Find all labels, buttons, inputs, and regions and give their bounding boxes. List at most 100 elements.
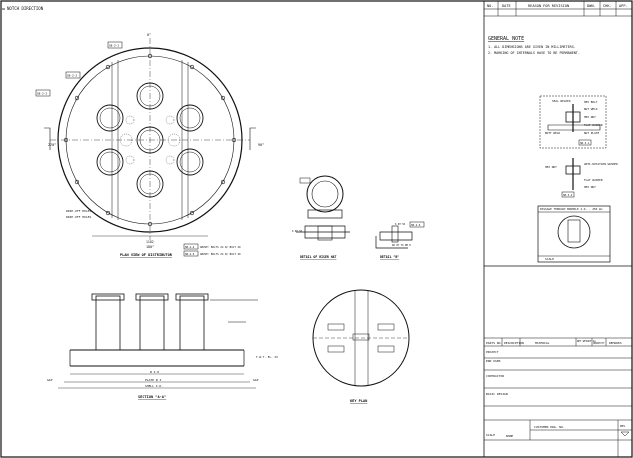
- general-note: GENERAL NOTE 1. ALL DIMENSIONS ARE GIVEN…: [488, 36, 580, 55]
- section-a-a: Ø 2.0 PLATE Ø 3 SHELL I.D. GAP GAP T.W.T…: [47, 293, 278, 399]
- bolt-hole: [220, 95, 226, 101]
- callout-sb-3-2: [561, 191, 575, 198]
- detail-b-dim-2: NA 8T 76 RM 8: [392, 244, 411, 247]
- second-bolt-block: [565, 165, 581, 175]
- angle-180: 180°: [146, 245, 154, 249]
- section-gap-left: GAP: [47, 378, 53, 382]
- parts-header-weight: NET WEIGHT kg: [577, 340, 596, 343]
- detail-b: 6 NT 50 NA 8T 76 RM 8 SB-2-6 DETAIL "B": [375, 221, 425, 259]
- callout-box: [35, 89, 51, 97]
- detail-label-flat-washer: FLAT WASHER: [584, 123, 603, 127]
- parts-header-remarks: REMARKS: [609, 341, 622, 345]
- bolt-hole: [105, 64, 111, 70]
- bolt-hole: [189, 64, 195, 70]
- riser-hat-pipe: [317, 225, 333, 241]
- detail-label-flat-washer-2: FLAT WASHER: [584, 178, 603, 182]
- section-dim-3: SHELL I.D.: [145, 384, 163, 388]
- section-marker-right: [249, 127, 256, 150]
- title-end-user: END USER: [486, 359, 501, 363]
- rev-header-chk: CHK.: [603, 4, 612, 8]
- section-elevation: T.W.T. EL. XX: [256, 355, 278, 359]
- general-note-line-2: 2. MARKING OF INTERNALS HAVE TO BE PERMA…: [488, 51, 580, 55]
- callout-box: [107, 41, 123, 49]
- detail-label-seal-welded: SEAL WELDED: [552, 99, 571, 103]
- callout-box: [183, 243, 199, 250]
- manhole-circle: [557, 215, 591, 249]
- title-contractor: CONTRACTOR: [486, 374, 504, 378]
- riser-hat-body: [307, 209, 343, 219]
- detail-label-butt-weld: BUTT WELD: [545, 131, 560, 135]
- drip-off-holes-2: DRIP-OFF HOLES: [66, 215, 91, 219]
- passage-title: PASSAGE THROUGH MANHOLE I.D. - 450 mm: [540, 207, 603, 211]
- rev-triangle-icon: [620, 431, 630, 437]
- detail-label-hex-nut: HEX NUT: [584, 115, 596, 119]
- key-plan-cell: [377, 345, 395, 353]
- riser-inner: [99, 151, 121, 173]
- bolt-detail-area: SEAL WELDED HEX BOLT NUT WELD HEX NUT BU…: [539, 95, 618, 198]
- riser: [176, 104, 204, 132]
- angle-0: 0°: [147, 33, 151, 37]
- section-gap-right: GAP: [253, 378, 259, 382]
- callout-box: [299, 177, 311, 184]
- section-title: SECTION "A-A": [138, 395, 166, 399]
- bolt-hole: [105, 210, 111, 216]
- section-riser-hat: [175, 293, 209, 301]
- callout-box: [183, 250, 199, 257]
- passage-scale: SCALE: [545, 257, 554, 261]
- detail-label-hex-bolt: HEX BOLT: [584, 100, 598, 104]
- rev-header-no: NO.: [487, 4, 494, 8]
- rev-header-dwn: DWN.: [587, 4, 596, 8]
- callout-sb-3-1: [578, 139, 592, 146]
- section-riser: [179, 295, 205, 351]
- title-basic-design: BASIC DESIGN: [486, 392, 508, 396]
- perforation-cluster: [165, 115, 175, 125]
- callout-box: [409, 221, 425, 228]
- bolt-hole: [74, 179, 80, 185]
- riser-inner: [99, 107, 121, 129]
- title-block: PROJECT END USER CONTRACTOR BASIC DESIGN…: [484, 350, 632, 457]
- title-rev: REV.: [620, 424, 627, 428]
- angle-90: 90°: [258, 143, 264, 147]
- riser: [96, 148, 124, 176]
- detail-b-shape: [375, 231, 413, 249]
- revision-table: NO. DATE REASON FOR REVISION DWN. CHK. A…: [484, 1, 632, 17]
- key-plan-title: KEY PLAN: [350, 399, 367, 403]
- riser-inner: [179, 107, 201, 129]
- perforation-cluster: [125, 155, 135, 165]
- parts-header-qty: QUANTITY: [593, 342, 605, 345]
- perforation-cluster: [125, 115, 135, 125]
- top-note: NOTCH DIRECTION: [7, 6, 44, 11]
- riser: [96, 104, 124, 132]
- parts-list: PARTS NO. DESCRIPTION MATERIAL NET WEIGH…: [484, 337, 632, 347]
- callout-sb-2-4: SB-2-4: [185, 245, 195, 249]
- section-riser: [95, 295, 121, 351]
- rev-header-app: APP.: [619, 4, 628, 8]
- callout-sb-3-1-text: SB-3-1: [580, 141, 590, 145]
- callout-sb-2-2: SB-2-2: [67, 74, 77, 78]
- section-riser-hat: [135, 293, 169, 301]
- detail-b-bolt: [391, 225, 399, 243]
- key-plan: KEY PLAN: [312, 289, 410, 403]
- title-scale-value: NONE: [506, 434, 513, 438]
- angle-270: 270°: [48, 143, 56, 147]
- perforation-cluster: [165, 155, 175, 165]
- section-riser: [139, 295, 165, 351]
- detail-b-title: DETAIL "B": [380, 255, 399, 259]
- detail-label-nut-weld: NUT WELD: [584, 107, 598, 111]
- key-plan-cell: [327, 323, 345, 331]
- manhole-part: [567, 219, 581, 243]
- callout-sb-2-5: SB-2-5: [185, 252, 195, 256]
- rev-header-reason: REASON FOR REVISION: [528, 4, 569, 8]
- title-project: PROJECT: [486, 350, 499, 354]
- section-dim-1: Ø 2.0: [150, 369, 159, 374]
- bolt-hole: [220, 179, 226, 185]
- drip-off-holes-1: DRIP-OFF HOLES: [66, 209, 91, 213]
- riser-hat-top: [306, 175, 344, 213]
- riser-inner: [179, 151, 201, 173]
- detail-label-hex-nut-2: HEX NUT: [545, 165, 557, 169]
- plan-note-1: ABOVE: BOLTS 24 W/ BOLT 20: [200, 245, 241, 249]
- general-note-title: GENERAL NOTE: [488, 36, 524, 42]
- riser-hat-inner: [311, 180, 339, 208]
